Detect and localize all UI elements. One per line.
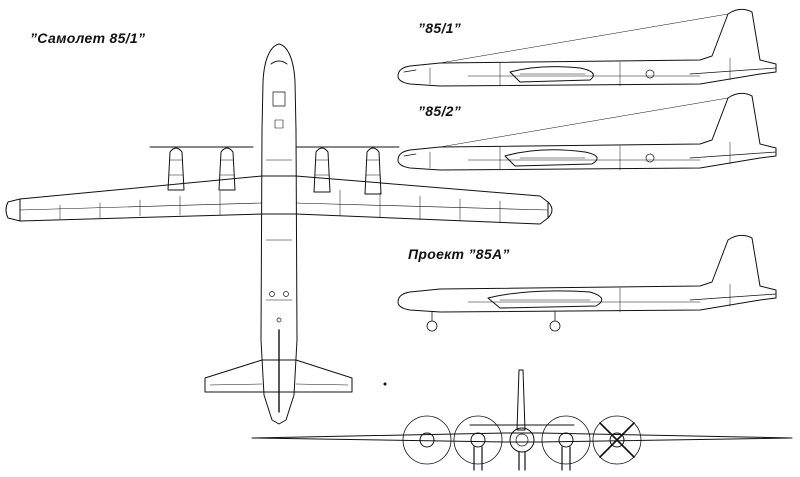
label-side-85-1: ”85/1”: [418, 20, 462, 36]
plan-view: [5, 43, 553, 425]
label-top-view: ”Самолет 85/1”: [30, 30, 146, 46]
label-project-85a: Проект ”85А”: [408, 246, 510, 262]
label-side-85-2: ”85/2”: [418, 103, 462, 119]
side-view-85-1: [397, 8, 777, 87]
side-view-85-2: [397, 92, 777, 171]
plan-engines: [149, 146, 400, 195]
plan-fuselage: [260, 43, 298, 425]
plan-wing: [19, 175, 549, 225]
side-view-85a: [397, 234, 777, 332]
front-view: [251, 369, 793, 471]
plan-tail: [204, 359, 353, 393]
